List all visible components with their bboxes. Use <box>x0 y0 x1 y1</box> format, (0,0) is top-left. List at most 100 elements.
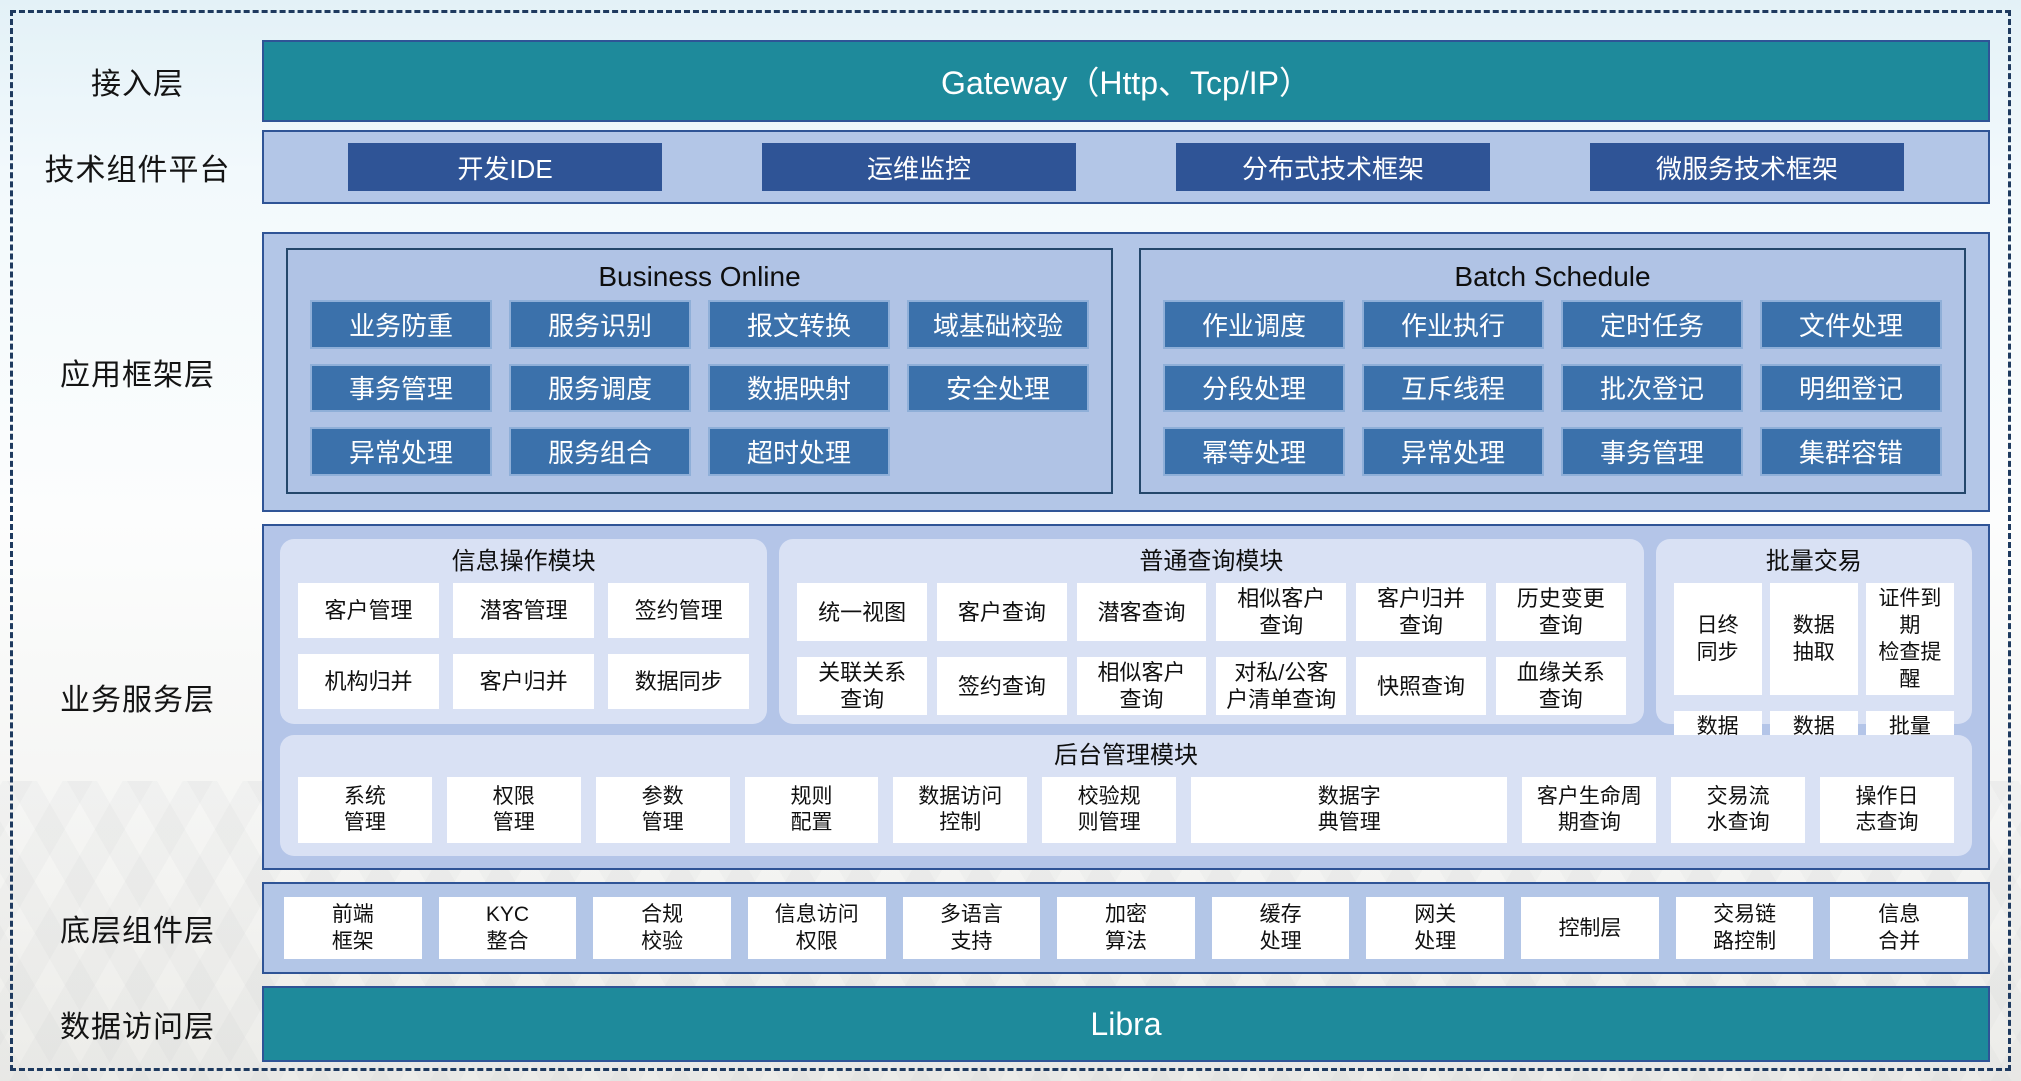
common-query-item: 潜客查询 <box>1076 583 1207 641</box>
common-query-item: 客户查询 <box>936 583 1067 641</box>
common-query-item-label: 客户查询 <box>957 599 1046 625</box>
data-access-row: 数据访问层 Libra <box>13 986 1990 1062</box>
info-operation-item: 潜客管理 <box>453 583 595 638</box>
common-query-item: 相似客户 查询 <box>1216 583 1347 641</box>
tech-platform-item: 开发IDE <box>348 143 662 191</box>
admin-items-row: 系统 管理 权限 管理 参数 管理 规则 配置 数据访问 <box>298 777 1954 843</box>
tech-platform-item: 分布式技术框架 <box>1176 143 1490 191</box>
admin-item: 规则 配置 <box>744 777 879 843</box>
business-online-item: 域基础校验 <box>907 300 1089 349</box>
business-online-item: 服务调度 <box>509 363 691 413</box>
base-component-item-label: 交易链 路控制 <box>1713 903 1777 953</box>
info-operation-item-label: 潜客管理 <box>479 598 568 623</box>
admin-item: 校验规 则管理 <box>1042 777 1177 843</box>
batch-transaction-item: 日终 同步 <box>1673 583 1762 695</box>
tech-platform-item-label: 运维监控 <box>866 153 971 184</box>
batch-schedule-item-label: 集群容错 <box>1798 438 1903 469</box>
business-online-item-label: 超时处理 <box>746 438 851 469</box>
admin-item: 参数 管理 <box>595 777 730 843</box>
app-framework-panel: Business Online 业务防重 服务识别 报文转换 <box>262 232 1990 512</box>
libra-label: Libra <box>1090 1005 1162 1042</box>
business-online-item-label: 业务防重 <box>348 310 453 341</box>
batch-transaction-item-label: 日终 同步 <box>1696 614 1739 664</box>
admin-item-label: 参数 管理 <box>641 785 684 834</box>
batch-transaction-item-label: 数据 抽取 <box>1792 614 1835 664</box>
tech-platform-item-label: 开发IDE <box>457 153 553 184</box>
base-component-item: 网关 处理 <box>1366 897 1505 959</box>
business-online-item: 超时处理 <box>708 427 890 476</box>
base-component-item: 前端 框架 <box>284 897 422 959</box>
common-query-item-label: 快照查询 <box>1376 673 1465 699</box>
admin-item: 系统 管理 <box>298 777 432 843</box>
tech-platform-row: 技术组件平台 开发IDE 运维监控 分布式技术框架 微服务技术框架 <box>13 130 1990 204</box>
tech-platform-item: 运维监控 <box>762 143 1076 191</box>
admin-item: 操作日 志查询 <box>1820 777 1954 843</box>
common-query-item: 快照查询 <box>1356 657 1486 715</box>
business-online-item: 数据映射 <box>708 363 890 413</box>
batch-transaction-module: 批量交易 日终 同步 数据 抽取 证件到期 检查提醒 <box>1655 539 1972 769</box>
business-online-item: 服务组合 <box>509 427 691 476</box>
common-query-item: 关联关系 查询 <box>797 657 927 715</box>
business-online-box: Business Online 业务防重 服务识别 报文转换 <box>286 248 1113 494</box>
batch-schedule-item: 批次登记 <box>1561 363 1743 413</box>
admin-item-label: 权限 管理 <box>492 785 535 834</box>
base-component-item-label: 信息访问 权限 <box>774 903 859 953</box>
base-component-item: KYC 整合 <box>438 897 577 959</box>
libra-bar: Libra <box>262 986 1990 1062</box>
base-component-item-label: KYC 整合 <box>485 903 530 953</box>
common-query-item: 相似客户 查询 <box>1076 657 1207 715</box>
business-online-item-label: 异常处理 <box>348 438 453 469</box>
batch-transaction-item: 证件到期 检查提醒 <box>1865 583 1954 695</box>
access-layer-row: 接入层 Gateway（Http、Tcp/IP） <box>13 40 1990 122</box>
tech-platform-item-label: 微服务技术框架 <box>1655 153 1838 184</box>
tech-platform-item-label: 分布式技术框架 <box>1241 153 1424 184</box>
gateway-label: Gateway（Http、Tcp/IP） <box>941 65 1311 101</box>
gateway-bar: Gateway（Http、Tcp/IP） <box>262 40 1990 122</box>
tech-platform-item: 微服务技术框架 <box>1590 143 1904 191</box>
admin-module-title: 后台管理模块 <box>1054 742 1198 769</box>
admin-item: 数据字 典管理 <box>1191 777 1508 843</box>
info-operation-item-label: 机构归并 <box>324 669 413 694</box>
layer-label-tech-platform: 技术组件平台 <box>44 154 231 187</box>
common-query-item-label: 潜客查询 <box>1097 599 1186 625</box>
admin-item-label: 系统 管理 <box>343 785 386 834</box>
batch-schedule-item-label: 批次登记 <box>1599 374 1704 405</box>
batch-schedule-item: 互斥线程 <box>1362 363 1544 413</box>
admin-item-label: 客户生命周期查询 <box>1536 785 1642 834</box>
layer-label-app-framework: 应用框架层 <box>60 359 215 392</box>
admin-item-label: 操作日 志查询 <box>1855 785 1919 834</box>
common-query-item: 统一视图 <box>797 583 927 641</box>
batch-schedule-item: 明细登记 <box>1760 363 1942 413</box>
batch-schedule-item: 分段处理 <box>1163 363 1345 413</box>
batch-schedule-item: 事务管理 <box>1561 427 1743 476</box>
info-operation-grid: 客户管理 潜客管理 签约管理 机构归并 <box>298 583 750 709</box>
info-operation-item: 机构归并 <box>298 654 440 709</box>
business-online-item: 安全处理 <box>907 363 1089 413</box>
app-framework-row: 应用框架层 Business Online 业务防重 服务识别 报文转换 <box>13 232 1990 512</box>
admin-item-label: 规则 配置 <box>790 785 833 834</box>
common-query-item-label: 关联关系 查询 <box>818 660 907 712</box>
tech-platform-panel: 开发IDE 运维监控 分布式技术框架 微服务技术框架 <box>262 130 1990 204</box>
common-query-item-label: 对私/公客 户清单查询 <box>1226 660 1337 712</box>
base-component-item: 合规 校验 <box>593 897 731 959</box>
info-operation-item: 客户管理 <box>298 583 440 638</box>
base-component-item: 控制层 <box>1521 897 1659 959</box>
business-online-item: 业务防重 <box>310 300 492 349</box>
common-query-module-title: 普通查询模块 <box>1139 548 1284 575</box>
business-online-item-label: 安全处理 <box>945 374 1050 405</box>
batch-transaction-item: 数据 抽取 <box>1769 583 1858 695</box>
common-query-item: 签约查询 <box>936 657 1067 715</box>
common-query-item: 历史变更 查询 <box>1495 583 1626 641</box>
base-component-item-label: 信息 合并 <box>1878 903 1921 953</box>
batch-schedule-item: 幂等处理 <box>1163 427 1345 476</box>
batch-schedule-item-label: 互斥线程 <box>1400 374 1505 405</box>
admin-item: 交易流 水查询 <box>1671 777 1806 843</box>
info-operation-item: 签约管理 <box>608 583 750 638</box>
batch-schedule-grid: 作业调度 作业执行 定时任务 文件处理 分段处理 <box>1163 300 1942 476</box>
batch-schedule-item: 异常处理 <box>1362 427 1544 476</box>
batch-schedule-item-label: 异常处理 <box>1400 438 1505 469</box>
batch-schedule-item: 作业执行 <box>1362 300 1544 349</box>
business-online-item: 服务识别 <box>509 300 691 349</box>
common-query-item-label: 血缘关系 查询 <box>1516 660 1605 712</box>
batch-schedule-item-label: 作业调度 <box>1201 310 1306 341</box>
